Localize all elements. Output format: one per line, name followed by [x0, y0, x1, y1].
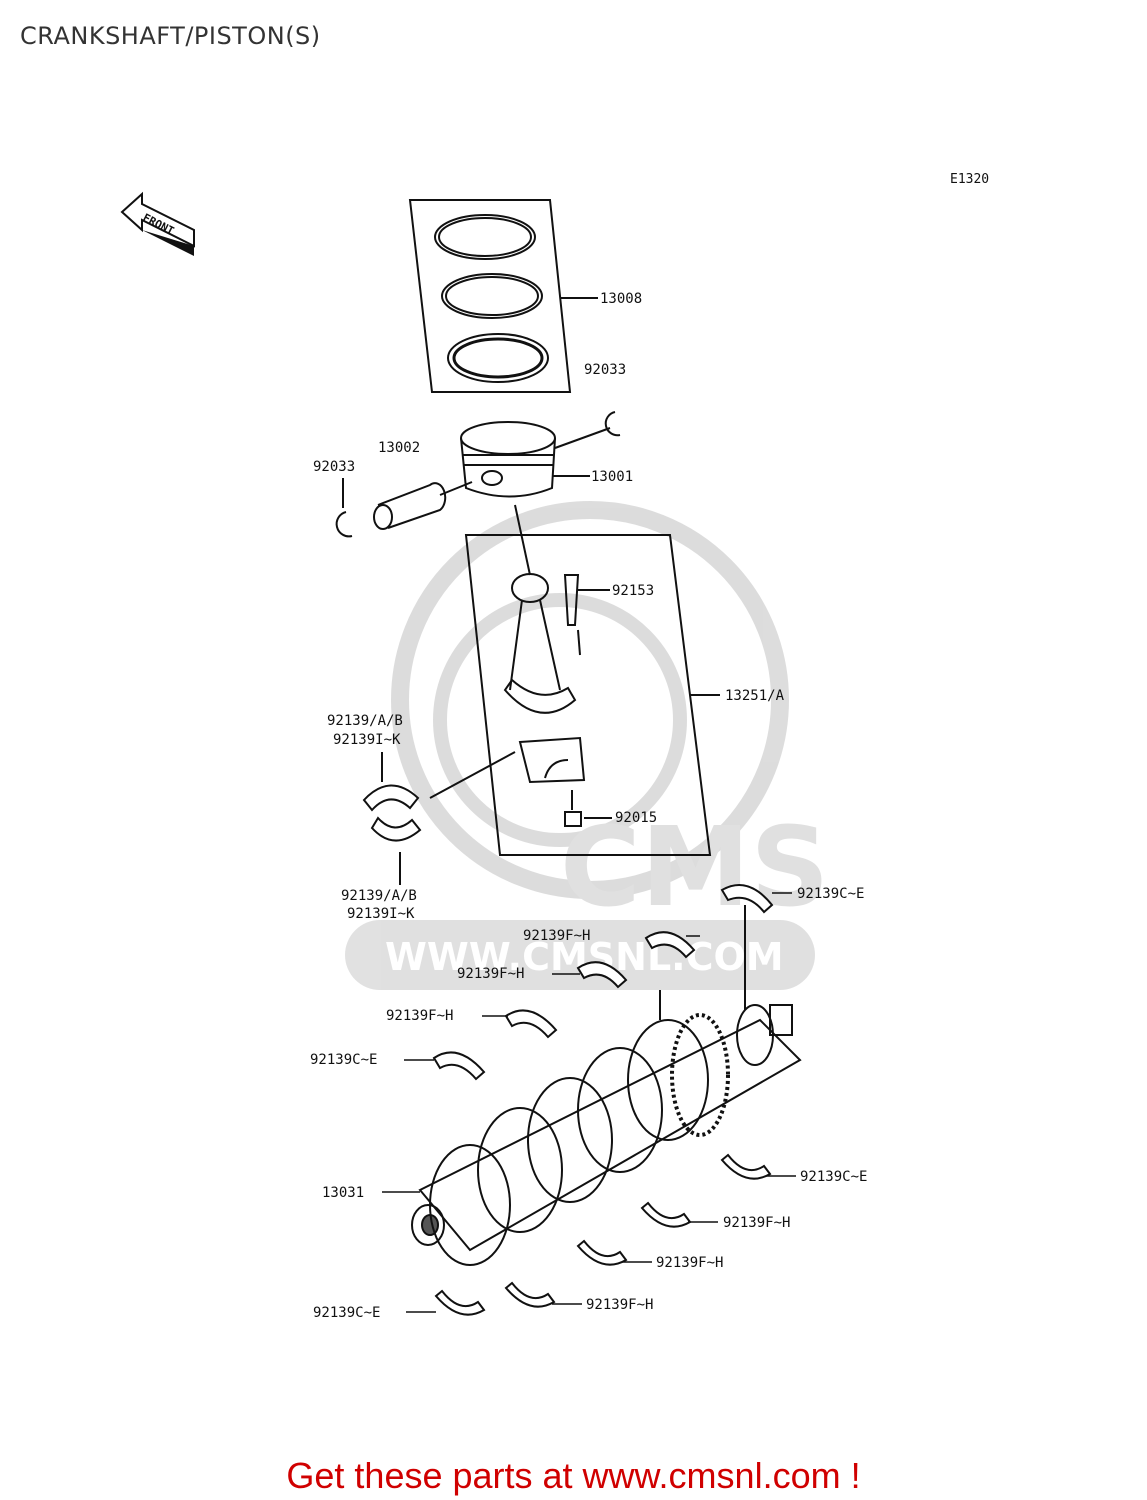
- piston-rings: [408, 199, 598, 393]
- callout-92139fh-5: 92139F~H: [656, 1255, 723, 1271]
- circlip-left: [335, 478, 353, 538]
- diagram-code: E1320: [950, 172, 990, 187]
- circlip-right: [604, 411, 621, 437]
- footer-banner[interactable]: Get these parts at www.cmsnl.com !: [0, 1455, 1147, 1497]
- callout-92033-top: 92033: [584, 362, 626, 378]
- callout-92139fh-2: 92139F~H: [457, 966, 524, 982]
- callout-13002: 13002: [378, 440, 420, 456]
- page-title: CRANKSHAFT/PISTON(S): [20, 22, 321, 50]
- callout-92139fh-6: 92139F~H: [586, 1297, 653, 1313]
- callout-92139fh-3: 92139F~H: [386, 1008, 453, 1024]
- callout-13008: 13008: [600, 291, 642, 307]
- cms-watermark: CMS WWW.CMSNL.COM: [345, 501, 829, 990]
- callout-92139ce-1: 92139C~E: [797, 886, 864, 902]
- crankshaft: [411, 905, 802, 1266]
- callout-92139ce-4: 92139C~E: [313, 1305, 380, 1321]
- callout-92139ik-upper: 92139I~K: [333, 732, 401, 748]
- callout-92139ab-upper: 92139/A/B: [327, 713, 403, 729]
- leader-lines: [382, 892, 796, 1313]
- callout-92015: 92015: [615, 810, 657, 826]
- callout-92139fh-4: 92139F~H: [723, 1215, 790, 1231]
- footer-link[interactable]: Get these parts at www.cmsnl.com !: [286, 1455, 861, 1496]
- callout-13251a: 13251/A: [725, 688, 785, 704]
- piston-pin: [373, 481, 473, 530]
- callout-92033-left: 92033: [313, 459, 355, 475]
- callout-92139ab-lower: 92139/A/B: [341, 888, 417, 904]
- callout-92139ce-2: 92139C~E: [310, 1052, 377, 1068]
- main-bearings: [432, 884, 774, 1316]
- callout-92139fh-1: 92139F~H: [523, 928, 590, 944]
- connecting-rod: [429, 504, 720, 856]
- callout-13031: 13031: [322, 1185, 364, 1201]
- callout-13001: 13001: [591, 469, 633, 485]
- callout-92139ce-3: 92139C~E: [800, 1169, 867, 1185]
- rod-bearings: [362, 752, 422, 885]
- watermark-brand: CMS: [560, 803, 829, 931]
- callout-92153: 92153: [612, 583, 654, 599]
- callout-92139ik-lower: 92139I~K: [347, 906, 415, 922]
- piston: [460, 421, 611, 498]
- front-arrow-icon: FRONT: [120, 191, 195, 256]
